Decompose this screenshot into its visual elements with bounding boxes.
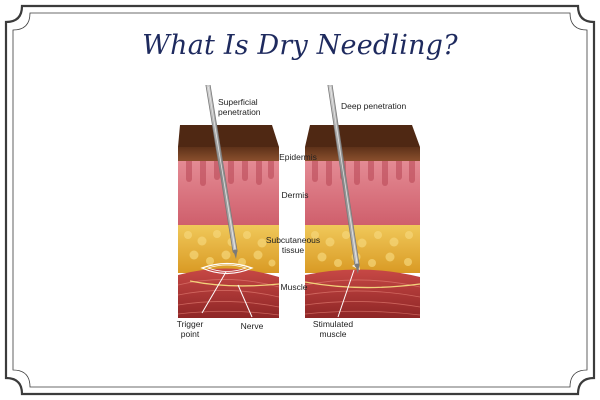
- left-dermal-papillae: [186, 161, 274, 186]
- left-block-top-face: [178, 125, 279, 147]
- left-muscle-fibers: [177, 279, 280, 316]
- left-muscle-layer: [178, 268, 279, 318]
- right-fat-globules: [311, 231, 413, 267]
- right-subcutaneous-layer: [305, 225, 420, 273]
- right-nerve-line: [304, 281, 421, 289]
- right-muscle-layer: [305, 269, 420, 318]
- right-epidermis-layer: [305, 147, 420, 161]
- right-dermal-papillae: [312, 161, 415, 186]
- left-panel-caption-line2: penetration: [218, 107, 261, 117]
- subcutaneous-label-line2: tissue: [282, 245, 304, 255]
- left-nerve-line: [189, 280, 280, 287]
- subcutaneous-label-line1: Subcutaneous: [266, 235, 320, 245]
- epidermis-label: Epidermis: [279, 152, 317, 162]
- page-title: What Is Dry Needling?: [142, 30, 458, 61]
- dry-needling-diagram: Superficial penetration Deep penetration…: [177, 85, 421, 339]
- left-panel-caption-line1: Superficial: [218, 97, 258, 107]
- muscle-label: Muscle: [281, 282, 308, 292]
- nerve-leader: [237, 284, 253, 318]
- right-needle: [327, 85, 360, 274]
- left-subcutaneous-layer: [178, 225, 279, 273]
- frame-outer-border: [4, 4, 596, 396]
- nerve-label: Nerve: [241, 321, 264, 331]
- trigger-point-label-line2: point: [181, 329, 200, 339]
- trigger-point-leader: [201, 271, 227, 314]
- right-dermis-layer: [305, 161, 420, 225]
- frame-inner-border: [12, 12, 588, 388]
- trigger-point-label-line1: Trigger: [177, 319, 204, 329]
- stimulated-muscle-label-line1: Stimulated: [313, 319, 353, 329]
- left-trigger-point-inner: [206, 264, 248, 272]
- right-panel-caption: Deep penetration: [341, 101, 406, 111]
- left-needle: [205, 85, 238, 259]
- right-skin-block: [304, 125, 421, 318]
- dermis-label: Dermis: [282, 190, 309, 200]
- left-epidermis-layer: [178, 147, 279, 161]
- stimulated-muscle-label-line2: muscle: [320, 329, 347, 339]
- right-muscle-fibers: [304, 279, 421, 316]
- left-trigger-point: [200, 262, 254, 275]
- stimulated-muscle-leader: [337, 269, 355, 318]
- right-block-top-face: [305, 125, 420, 147]
